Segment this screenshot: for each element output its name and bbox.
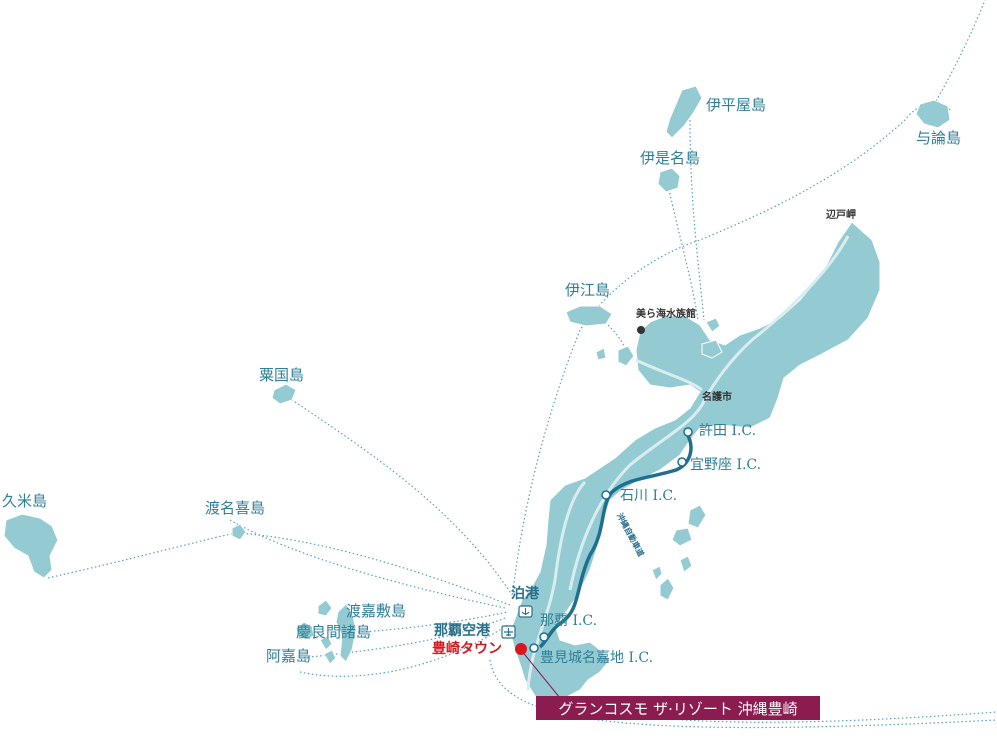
label-ie: 伊江島 [565,281,611,299]
label-naha-airport: 那覇空港 [434,623,490,639]
label-aguni: 粟国島 [259,366,305,384]
resort-name-box: グランコスモ ザ·リゾート 沖縄豊崎 [536,696,820,720]
okinawa-main-island [509,221,881,703]
ic-marker-tomigusuku [529,643,539,653]
ferry-routes [47,0,997,729]
label-ic-ishikawa: 石川 I.C. [620,488,678,504]
expressway-line [538,431,693,649]
route-aka [299,624,509,677]
label-tomari-port: 泊港 [511,586,539,602]
label-toyosaki-town: 豊崎タウン [432,641,502,657]
henza-islets-4 [679,555,693,573]
label-ic-tomigusuku: 豊見城名嘉地 I.C. [540,650,654,666]
ic-marker-kyoda [683,427,693,437]
label-hedo: 辺戸岬 [826,210,856,221]
interchange-markers [529,427,693,653]
ic-marker-ginoza [677,457,687,467]
kouri-islets-1 [705,317,721,333]
label-iheya: 伊平屋島 [706,96,767,114]
label-aquarium: 美ら海水族館 [636,309,696,320]
route-yoron-west [511,102,951,601]
airplane-icon [501,625,516,639]
henza-islets-2 [671,527,693,547]
yoron-island [915,99,951,129]
label-tonaki: 渡名喜島 [205,499,266,517]
label-yoron: 与論島 [916,129,962,147]
kouri-islets-2 [701,339,723,359]
iheya-island [665,85,703,139]
label-tokashiki: 渡嘉敷島 [346,602,407,620]
land [3,85,951,703]
route-yoron-north [931,0,986,109]
label-aka: 阿嘉島 [266,647,312,665]
izena-island [657,167,681,193]
anchor-port-icon [518,605,533,618]
town-marker [515,643,527,655]
label-kerama: 慶良間諸島 [296,623,372,641]
label-ic-kyoda: 許田 I.C. [699,423,757,439]
ic-marker-naha [539,632,549,642]
road-west [526,480,587,691]
kerama-islets-1 [317,599,333,617]
label-nago: 名護市 [702,392,732,403]
label-izena: 伊是名島 [640,149,701,167]
route-izena [667,184,699,321]
label-ic-ginoza: 宜野座 I.C. [690,457,762,473]
kume-island [3,513,59,579]
henza-islets-3 [659,577,675,601]
route-tokashiki [357,611,509,633]
roads [526,235,850,691]
ic-marker-ishikawa [601,490,611,500]
route-iheya [689,119,705,321]
aka-island [323,649,337,665]
label-ic-naha: 那覇 I.C. [540,613,598,629]
route-kume [47,532,511,606]
tonaki-island [231,523,247,541]
route-aguni [284,394,513,596]
south-islet [595,347,607,361]
ie-island [565,305,613,327]
town-leader-line [520,649,561,699]
resort-name-label: グランコスモ ザ·リゾート 沖縄豊崎 [558,699,798,718]
route-south-long [489,659,997,729]
road-north [568,235,850,591]
tokashiki-island [335,603,357,663]
aguni-island [271,383,297,405]
kerama-islets-2 [295,621,315,641]
henza-islets-1 [687,504,707,529]
label-kume: 久米島 [2,492,48,510]
tsuken-islet [651,565,663,581]
route-tonaki [229,519,506,609]
minna-island [617,345,635,367]
road-motobu [635,358,703,392]
kerama-islets-3 [319,635,333,651]
aquarium-marker [637,326,645,334]
